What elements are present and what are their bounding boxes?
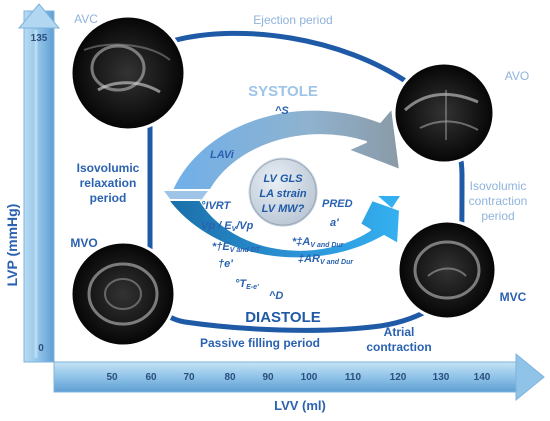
x-tick: 80 [224,372,236,383]
y-tick-135: 135 [31,33,48,44]
param-av-sub: V and Dur [310,242,344,249]
echo-image-avc [69,14,187,132]
diastole-label: DIASTOLE [245,309,321,326]
param-lavi: LAVi [210,149,235,161]
isovolumic-relaxation-label: Isovolumic relaxation period [77,161,140,205]
param-vp-ratio: Vp / EV/Vp [201,220,254,233]
echo-image-mvo [69,240,177,348]
x-tick: 90 [262,372,274,383]
param-te-main: °T [235,278,247,290]
x-tick: 110 [345,372,362,383]
y-axis [17,3,61,363]
ejection-period-label: Ejection period [253,13,332,27]
label-line: relaxation [80,176,137,190]
param-s: ^S [275,105,289,117]
label-line: Isovolumic [470,179,527,193]
center-text: LV GLS LA strain LV MW? [259,173,307,215]
param-e-prime: †e' [218,258,233,270]
param-av: *‡AV and Dur [292,236,345,249]
label-line: period [481,209,514,223]
label-line: Isovolumic [77,161,140,175]
param-av-main: *‡A [292,236,310,248]
x-tick: 140 [474,372,491,383]
param-vp-ratio-sub: V [232,226,238,233]
y-tick-0: 0 [38,343,44,354]
diastole-arrow [167,199,401,260]
param-a-prime: a' [330,217,339,229]
label-line: contraction [469,194,528,208]
x-tick: 70 [183,372,195,383]
label-line: Atrial [384,325,415,339]
x-ticks: 50 60 70 80 90 100 110 120 130 140 [106,372,490,383]
atrial-contraction-label: Atrial contraction [366,325,431,354]
param-vp-ratio-main: Vp / E [201,220,232,232]
x-tick: 130 [433,372,450,383]
diastole-arrow-head [378,196,400,208]
avo-label: AVO [505,69,529,83]
param-arv: ‡ARV and Dur [298,253,354,266]
param-arv-sub: V and Dur [320,259,354,266]
param-pred: PRED [322,198,353,210]
x-axis [53,352,545,402]
y-axis-label: LVP (mmHg) [4,204,20,287]
param-te-sub: E-e' [246,284,259,291]
label-line: period [90,191,127,205]
x-tick: 50 [106,372,118,383]
echo-image-avo [392,61,496,165]
center-line: LA strain [259,188,307,200]
param-vp-ratio-tail: /Vp [235,220,253,232]
param-ev-sub: V and DT [230,247,261,254]
x-tick: 60 [145,372,157,383]
param-ev: *†EV and DT [212,241,261,254]
param-arv-main: ‡AR [298,253,320,265]
mvo-label: MVO [70,236,97,250]
param-d: ^D [269,290,283,302]
param-te: °TE-e' [235,278,259,291]
avc-label: AVC [74,12,98,26]
passive-filling-label: Passive filling period [200,336,320,350]
label-line: contraction [366,340,431,354]
center-line: LV GLS [263,173,303,185]
systole-label: SYSTOLE [248,83,318,100]
param-ivrt: °IVRT [201,200,232,212]
parameter-labels: ^S LAVi °IVRT Vp / EV/Vp *†EV and DT †e'… [201,105,354,302]
x-tick: 120 [390,372,407,383]
systole-arrow [169,107,401,196]
mvc-label: MVC [500,290,527,304]
param-ev-main: *†E [212,241,230,253]
x-tick: 100 [301,372,318,383]
center-line: LV MW? [262,203,305,215]
x-axis-label: LVV (ml) [274,398,326,413]
center-bubble [245,154,321,230]
isovolumic-contraction-label: Isovolumic contraction period [469,179,528,223]
echo-image-mvc [396,219,498,321]
